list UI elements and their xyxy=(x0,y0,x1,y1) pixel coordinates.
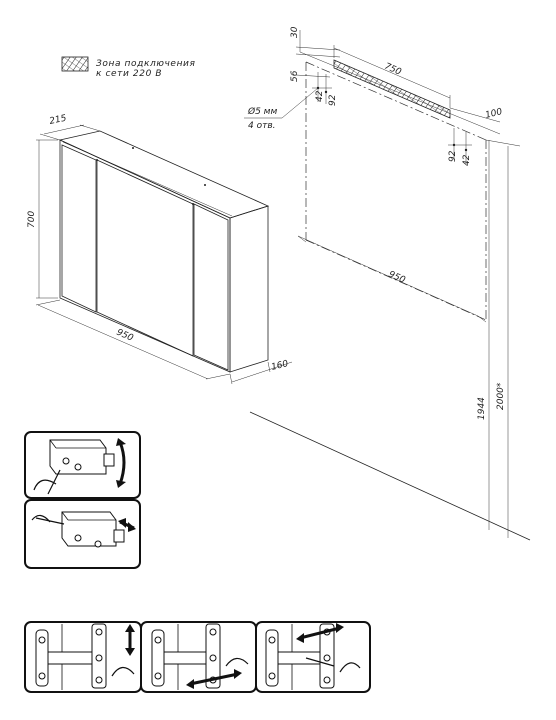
cabinet-side-dimension: 160 xyxy=(270,359,289,373)
wall-dim-42-left: 42 xyxy=(315,90,325,102)
power-connection-zone xyxy=(333,59,451,119)
cabinet-width-dimension: 950 xyxy=(115,328,135,344)
cabinet-isometric-view: 215 700 950 160 xyxy=(27,114,293,385)
cabinet-height-dimension: 700 xyxy=(27,211,37,228)
hinge-lateral-adjust-illustration xyxy=(151,623,249,690)
legend-text-line2: к сети 220 В xyxy=(96,69,162,79)
cabinet-door-right xyxy=(193,203,229,371)
wall-dim-750: 750 xyxy=(383,62,403,78)
floor-line xyxy=(249,411,531,541)
cabinet-depth-dimension: 215 xyxy=(49,114,68,127)
hinge-vertical-adjust-illustration xyxy=(35,623,135,690)
legend-text-line1: Зона подключения xyxy=(96,59,196,69)
wall-dim-92-right: 92 xyxy=(448,150,458,162)
wall-dim-42-right: 42 xyxy=(462,154,472,166)
cabinet-door-middle xyxy=(96,159,194,357)
wall-dim-2000: 2000* xyxy=(496,382,506,410)
wall-dim-1944: 1944 xyxy=(477,397,487,420)
wall-dim-92-left: 92 xyxy=(328,94,338,106)
hole-note-count: 4 отв. xyxy=(248,121,276,131)
crosshatch-zone-icon xyxy=(61,56,89,72)
cabinet-door-left xyxy=(61,144,97,313)
legend: Зона подключения к сети 220 В xyxy=(61,56,196,79)
door-vertical-adjust-illustration xyxy=(33,438,126,495)
wall-dim-56: 56 xyxy=(290,70,300,82)
wall-dim-100: 100 xyxy=(484,107,503,121)
hinge-depth-adjust-illustration xyxy=(265,623,361,690)
door-depth-adjust-illustration xyxy=(31,511,136,548)
wall-dim-30: 30 xyxy=(290,26,300,38)
door-adjust-instructions xyxy=(24,431,141,569)
hole-note-diameter: Ø5 мм xyxy=(247,106,277,117)
wall-mounting-layout: 30 56 42 92 750 100 92 42 Ø5 мм 4 отв. xyxy=(244,26,531,541)
hinge-adjust-instructions xyxy=(24,621,371,693)
